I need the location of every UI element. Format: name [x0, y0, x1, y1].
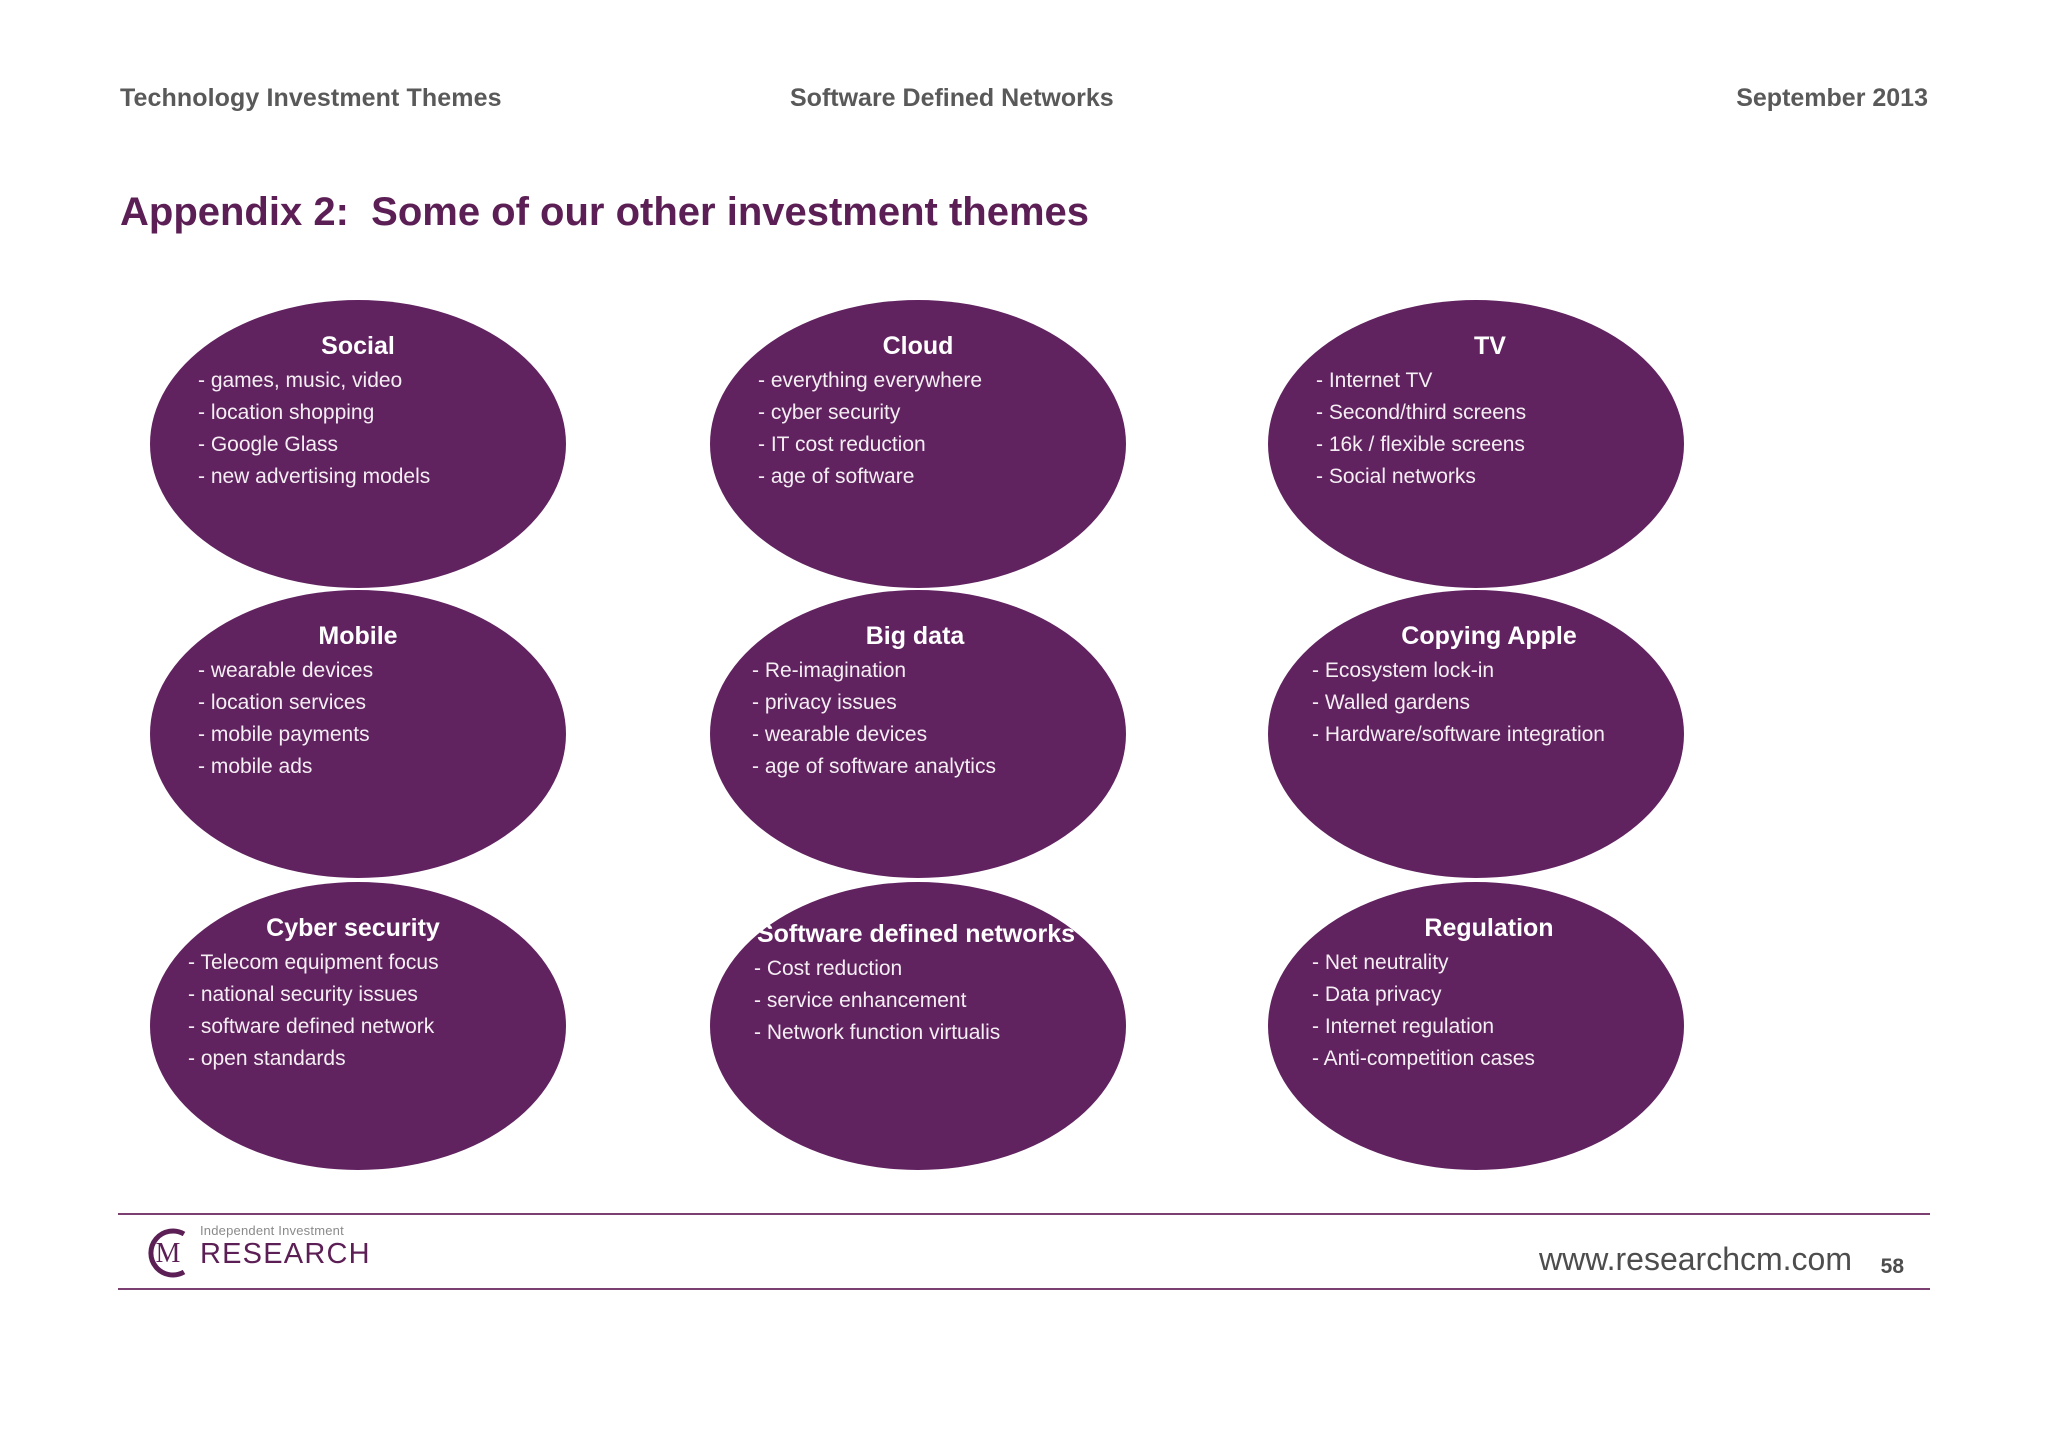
- header-date-label: September 2013: [1736, 83, 1928, 112]
- list-item: - Social networks: [1316, 464, 1476, 488]
- list-item: - open standards: [188, 1046, 346, 1070]
- list-item: - Walled gardens: [1312, 690, 1470, 714]
- svg-text:M: M: [156, 1238, 181, 1269]
- list-item: - 16k / flexible screens: [1316, 432, 1525, 456]
- list-item: - Data privacy: [1312, 982, 1442, 1006]
- footer-website-url[interactable]: www.researchcm.com: [1539, 1241, 1852, 1277]
- slide-footer: M Independent Investment RESEARCH www.re…: [118, 1215, 1930, 1288]
- theme-title: Cloud: [882, 332, 954, 360]
- footer-divider-top: [118, 1213, 1930, 1215]
- theme-bullet-list: - Ecosystem lock-in - Walled gardens - H…: [1312, 655, 1666, 751]
- list-item: - location shopping: [198, 400, 375, 424]
- cm-logo-icon: M: [148, 1228, 186, 1278]
- theme-title: Regulation: [1424, 914, 1554, 942]
- list-item: - mobile payments: [198, 722, 370, 746]
- list-item: - Internet regulation: [1312, 1014, 1495, 1038]
- theme-bullet-list: - Cost reduction - service enhancement -…: [740, 953, 1092, 1049]
- investment-themes-grid: Social - games, music, video - location …: [150, 290, 1930, 1190]
- list-item: - Network function virtualis: [754, 1020, 1001, 1044]
- list-item: - Hardware/software integration: [1312, 722, 1605, 746]
- theme-ellipse-mobile[interactable]: Mobile - wearable devices - location ser…: [150, 590, 566, 878]
- list-item: - Internet TV: [1316, 369, 1433, 392]
- list-item: - Google Glass: [198, 432, 339, 456]
- list-item: - wearable devices: [198, 659, 374, 682]
- theme-title: TV: [1474, 332, 1506, 360]
- theme-ellipse-cloud[interactable]: Cloud - everything everywhere - cyber se…: [710, 300, 1126, 588]
- list-item: - Re-imagination: [752, 659, 907, 682]
- list-item: - cyber security: [758, 400, 901, 424]
- list-item: - Second/third screens: [1316, 400, 1527, 424]
- list-item: - Telecom equipment focus: [188, 951, 439, 974]
- logo-tagline: Independent Investment: [200, 1223, 344, 1238]
- page-number: 58: [1880, 1255, 1904, 1278]
- theme-ellipse-social[interactable]: Social - games, music, video - location …: [150, 300, 566, 588]
- theme-content: TV - Internet TV - Second/third screens …: [1268, 330, 1684, 493]
- logo-research-word: RESEARCH: [200, 1238, 371, 1270]
- slide-header: Technology Investment Themes Software De…: [120, 78, 1928, 118]
- list-item: - wearable devices: [752, 722, 928, 746]
- theme-title: Social: [321, 332, 395, 360]
- theme-ellipse-cyber-security[interactable]: Cyber security - Telecom equipment focus…: [150, 882, 566, 1170]
- theme-bullet-list: - Internet TV - Second/third screens - 1…: [1316, 365, 1664, 493]
- theme-title: Copying Apple: [1401, 622, 1577, 650]
- list-item: - Net neutrality: [1312, 951, 1449, 974]
- theme-ellipse-big-data[interactable]: Big data - Re-imagination - privacy issu…: [710, 590, 1126, 878]
- theme-content: Copying Apple - Ecosystem lock-in - Wall…: [1268, 620, 1684, 751]
- theme-title: Mobile: [318, 622, 398, 650]
- theme-bullet-list: - Net neutrality - Data privacy - Intern…: [1312, 947, 1666, 1075]
- theme-content: Regulation - Net neutrality - Data priva…: [1268, 912, 1684, 1075]
- list-item: - software defined network: [188, 1014, 435, 1038]
- header-left-label: Technology Investment Themes: [120, 83, 502, 112]
- theme-title: Big data: [865, 622, 965, 650]
- list-item: - new advertising models: [198, 464, 431, 488]
- theme-content: Social - games, music, video - location …: [150, 330, 566, 493]
- list-item: - Anti-competition cases: [1312, 1046, 1535, 1070]
- theme-ellipse-software-defined-networks[interactable]: Software defined networks - Cost reducti…: [710, 882, 1126, 1170]
- list-item: - location services: [198, 690, 367, 714]
- list-item: - Ecosystem lock-in: [1312, 659, 1495, 682]
- theme-content: Software defined networks - Cost reducti…: [710, 918, 1126, 1049]
- theme-content: Big data - Re-imagination - privacy issu…: [710, 620, 1126, 783]
- theme-ellipse-copying-apple[interactable]: Copying Apple - Ecosystem lock-in - Wall…: [1268, 590, 1684, 878]
- list-item: - privacy issues: [752, 690, 897, 714]
- footer-divider-bottom: [118, 1288, 1930, 1290]
- list-item: - games, music, video: [198, 369, 403, 392]
- theme-title: Cyber security: [266, 914, 440, 942]
- list-item: - everything everywhere: [758, 369, 983, 392]
- theme-title: Software defined networks: [756, 920, 1076, 948]
- page-title: Appendix 2: Some of our other investment…: [120, 190, 1090, 234]
- theme-content: Cloud - everything everywhere - cyber se…: [710, 330, 1126, 493]
- company-logo: M Independent Investment RESEARCH: [138, 1220, 398, 1282]
- theme-content: Mobile - wearable devices - location ser…: [150, 620, 566, 783]
- list-item: - mobile ads: [198, 754, 313, 778]
- list-item: - age of software: [758, 464, 915, 488]
- theme-ellipse-regulation[interactable]: Regulation - Net neutrality - Data priva…: [1268, 882, 1684, 1170]
- logo-wordmark: Independent Investment RESEARCH: [200, 1224, 371, 1269]
- theme-bullet-list: - Telecom equipment focus - national sec…: [174, 947, 532, 1075]
- list-item: - age of software analytics: [752, 754, 996, 778]
- theme-bullet-list: - wearable devices - location services -…: [184, 655, 532, 783]
- theme-content: Cyber security - Telecom equipment focus…: [150, 912, 566, 1075]
- list-item: - IT cost reduction: [758, 432, 926, 456]
- theme-ellipse-tv[interactable]: TV - Internet TV - Second/third screens …: [1268, 300, 1684, 588]
- list-item: - service enhancement: [754, 988, 967, 1012]
- theme-bullet-list: - games, music, video - location shoppin…: [184, 365, 532, 493]
- theme-bullet-list: - everything everywhere - cyber security…: [744, 365, 1092, 493]
- list-item: - national security issues: [188, 982, 418, 1006]
- header-center-label: Software Defined Networks: [790, 83, 1114, 112]
- list-item: - Cost reduction: [754, 957, 903, 980]
- theme-bullet-list: - Re-imagination - privacy issues - wear…: [738, 655, 1092, 783]
